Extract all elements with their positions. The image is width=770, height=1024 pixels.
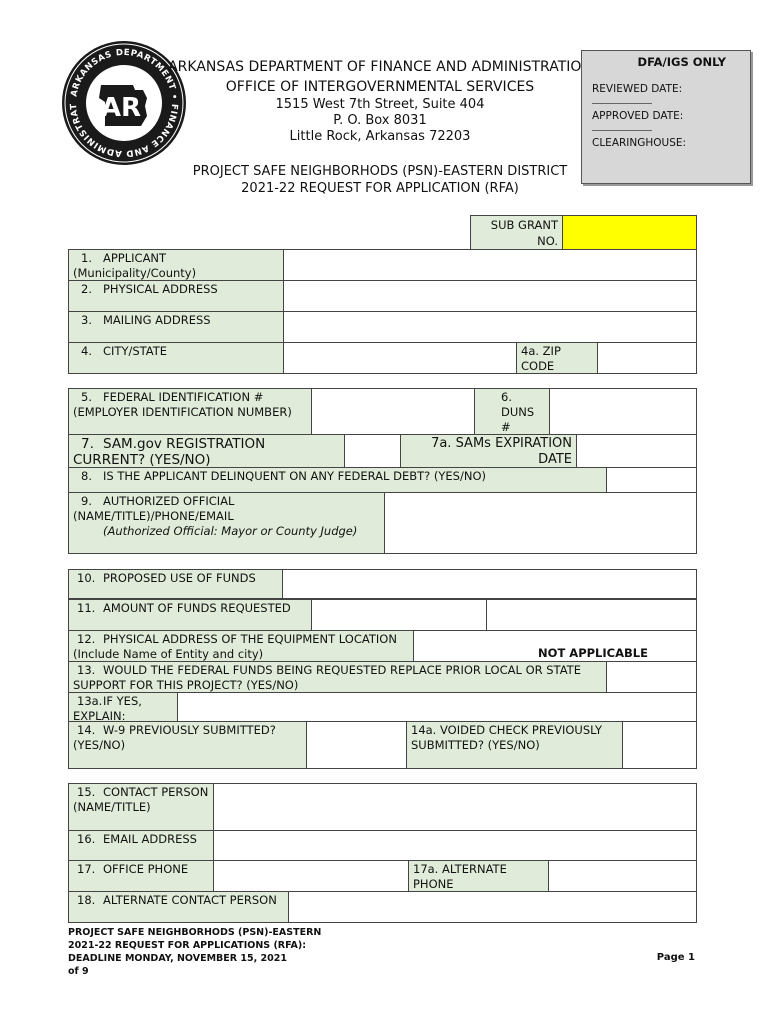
authorized-official-label: 9.AUTHORIZED OFFICIAL (NAME/TITLE)/PHONE… bbox=[68, 492, 385, 554]
equipment-location-label: 12.PHYSICAL ADDRESS OF THE EQUIPMENT LOC… bbox=[68, 630, 414, 662]
email-address-field[interactable] bbox=[213, 830, 697, 861]
equipment-location-field[interactable]: NOT APPLICABLE bbox=[413, 630, 697, 662]
alternate-phone-label: 17a. ALTERNATE PHONE bbox=[408, 860, 549, 892]
office-phone-label: 17.OFFICE PHONE bbox=[68, 860, 214, 892]
form-title: PROJECT SAFE NEIGHBORHODS (PSN)-EASTERN … bbox=[192, 164, 568, 179]
physical-address-field[interactable] bbox=[283, 280, 697, 312]
duns-field[interactable] bbox=[549, 388, 697, 435]
amount-requested-extra-field[interactable] bbox=[486, 599, 697, 631]
zip-code-field[interactable] bbox=[597, 342, 697, 374]
mailing-address-label: 3.MAILING ADDRESS bbox=[68, 311, 284, 343]
if-yes-explain-field[interactable] bbox=[177, 692, 697, 722]
footer-line-3: DEADLINE MONDAY, NOVEMBER 15, 2021 bbox=[68, 953, 287, 964]
sam-registration-field[interactable] bbox=[344, 434, 401, 468]
w9-submitted-label: 14.W-9 PREVIOUSLY SUBMITTED? (YES/NO) bbox=[68, 721, 307, 769]
sam-expiration-field[interactable] bbox=[576, 434, 697, 468]
sub-grant-label: SUB GRANT NO. bbox=[470, 215, 563, 250]
applicant-field[interactable] bbox=[283, 249, 697, 281]
amount-requested-field[interactable] bbox=[311, 599, 487, 631]
form-subtitle: 2021-22 REQUEST FOR APPLICATION (RFA) bbox=[241, 181, 519, 196]
contact-person-label: 15.CONTACT PERSON (NAME/TITLE) bbox=[68, 783, 214, 831]
alternate-phone-field[interactable] bbox=[548, 860, 697, 892]
voided-check-label: 14a. VOIDED CHECK PREVIOUSLY SUBMITTED? … bbox=[406, 721, 623, 769]
po-box: P. O. Box 8031 bbox=[333, 113, 427, 128]
replace-support-field[interactable] bbox=[606, 661, 697, 693]
federal-id-label: 5.FEDERAL IDENTIFICATION # (EMPLOYER IDE… bbox=[68, 388, 312, 435]
physical-address-label: 2.PHYSICAL ADDRESS bbox=[68, 280, 284, 312]
office-phone-field[interactable] bbox=[213, 860, 409, 892]
sam-registration-label: 7.SAM.gov REGISTRATION CURRENT? (YES/NO) bbox=[68, 434, 345, 468]
duns-label: 6. DUNS # bbox=[474, 388, 550, 435]
clearinghouse-label: CLEARINGHOUSE: bbox=[592, 137, 687, 149]
alternate-contact-field[interactable] bbox=[288, 891, 697, 923]
dfa-igs-only-box: DFA/IGS ONLY REVIEWED DATE: APPROVED DAT… bbox=[581, 50, 751, 184]
applicant-label: 1.APPLICANT (Municipality/County) bbox=[68, 249, 284, 281]
sub-grant-field[interactable] bbox=[562, 215, 697, 250]
page-footer: PROJECT SAFE NEIGHBORHODS (PSN)-EASTERN … bbox=[68, 926, 321, 978]
contact-person-field[interactable] bbox=[213, 783, 697, 831]
svg-text:AR: AR bbox=[101, 93, 141, 123]
dfa-seal-logo: ARKANSAS DEPARTMENT • FINANCE AND ADMINI… bbox=[61, 40, 186, 165]
approved-date-label: APPROVED DATE: bbox=[592, 110, 684, 122]
voided-check-field[interactable] bbox=[622, 721, 697, 769]
federal-debt-label: 8.IS THE APPLICANT DELINQUENT ON ANY FED… bbox=[68, 467, 607, 493]
federal-id-field[interactable] bbox=[311, 388, 475, 435]
zip-code-label: 4a. ZIP CODE bbox=[516, 342, 598, 374]
street-address: 1515 West 7th Street, Suite 404 bbox=[275, 97, 485, 112]
federal-debt-field[interactable] bbox=[606, 467, 697, 493]
sam-expiration-label: 7a. SAMs EXPIRATION DATE bbox=[400, 434, 577, 468]
alternate-contact-label: 18.ALTERNATE CONTACT PERSON bbox=[68, 891, 289, 923]
footer-line-4: of 9 bbox=[68, 966, 89, 977]
city-state-zip: Little Rock, Arkansas 72203 bbox=[289, 129, 471, 144]
email-address-label: 16.EMAIL ADDRESS bbox=[68, 830, 214, 861]
amount-requested-label: 11.AMOUNT OF FUNDS REQUESTED bbox=[68, 599, 312, 631]
authorized-official-field[interactable] bbox=[384, 492, 697, 554]
proposed-use-field[interactable] bbox=[282, 569, 697, 599]
dfa-box-title: DFA/IGS ONLY bbox=[637, 55, 726, 69]
footer-line-2: 2021-22 REQUEST FOR APPLICATIONS (RFA): bbox=[68, 940, 307, 951]
reviewed-date-line bbox=[592, 103, 652, 104]
if-yes-explain-label: 13a.IF YES, EXPLAIN: bbox=[68, 692, 178, 722]
city-state-field[interactable] bbox=[283, 342, 517, 374]
proposed-use-label: 10.PROPOSED USE OF FUNDS bbox=[68, 569, 283, 599]
footer-line-1: PROJECT SAFE NEIGHBORHODS (PSN)-EASTERN bbox=[68, 927, 322, 938]
city-state-label: 4.CITY/STATE bbox=[68, 342, 284, 374]
w9-submitted-field[interactable] bbox=[306, 721, 407, 769]
agency-name: ARKANSAS DEPARTMENT OF FINANCE AND ADMIN… bbox=[168, 59, 592, 75]
office-name: OFFICE OF INTERGOVERNMENTAL SERVICES bbox=[225, 79, 535, 95]
page-number: Page 1 bbox=[656, 952, 695, 963]
replace-support-label: 13.WOULD THE FEDERAL FUNDS BEING REQUEST… bbox=[68, 661, 607, 693]
reviewed-date-label: REVIEWED DATE: bbox=[592, 83, 683, 95]
approved-date-line bbox=[592, 130, 652, 131]
mailing-address-field[interactable] bbox=[283, 311, 697, 343]
